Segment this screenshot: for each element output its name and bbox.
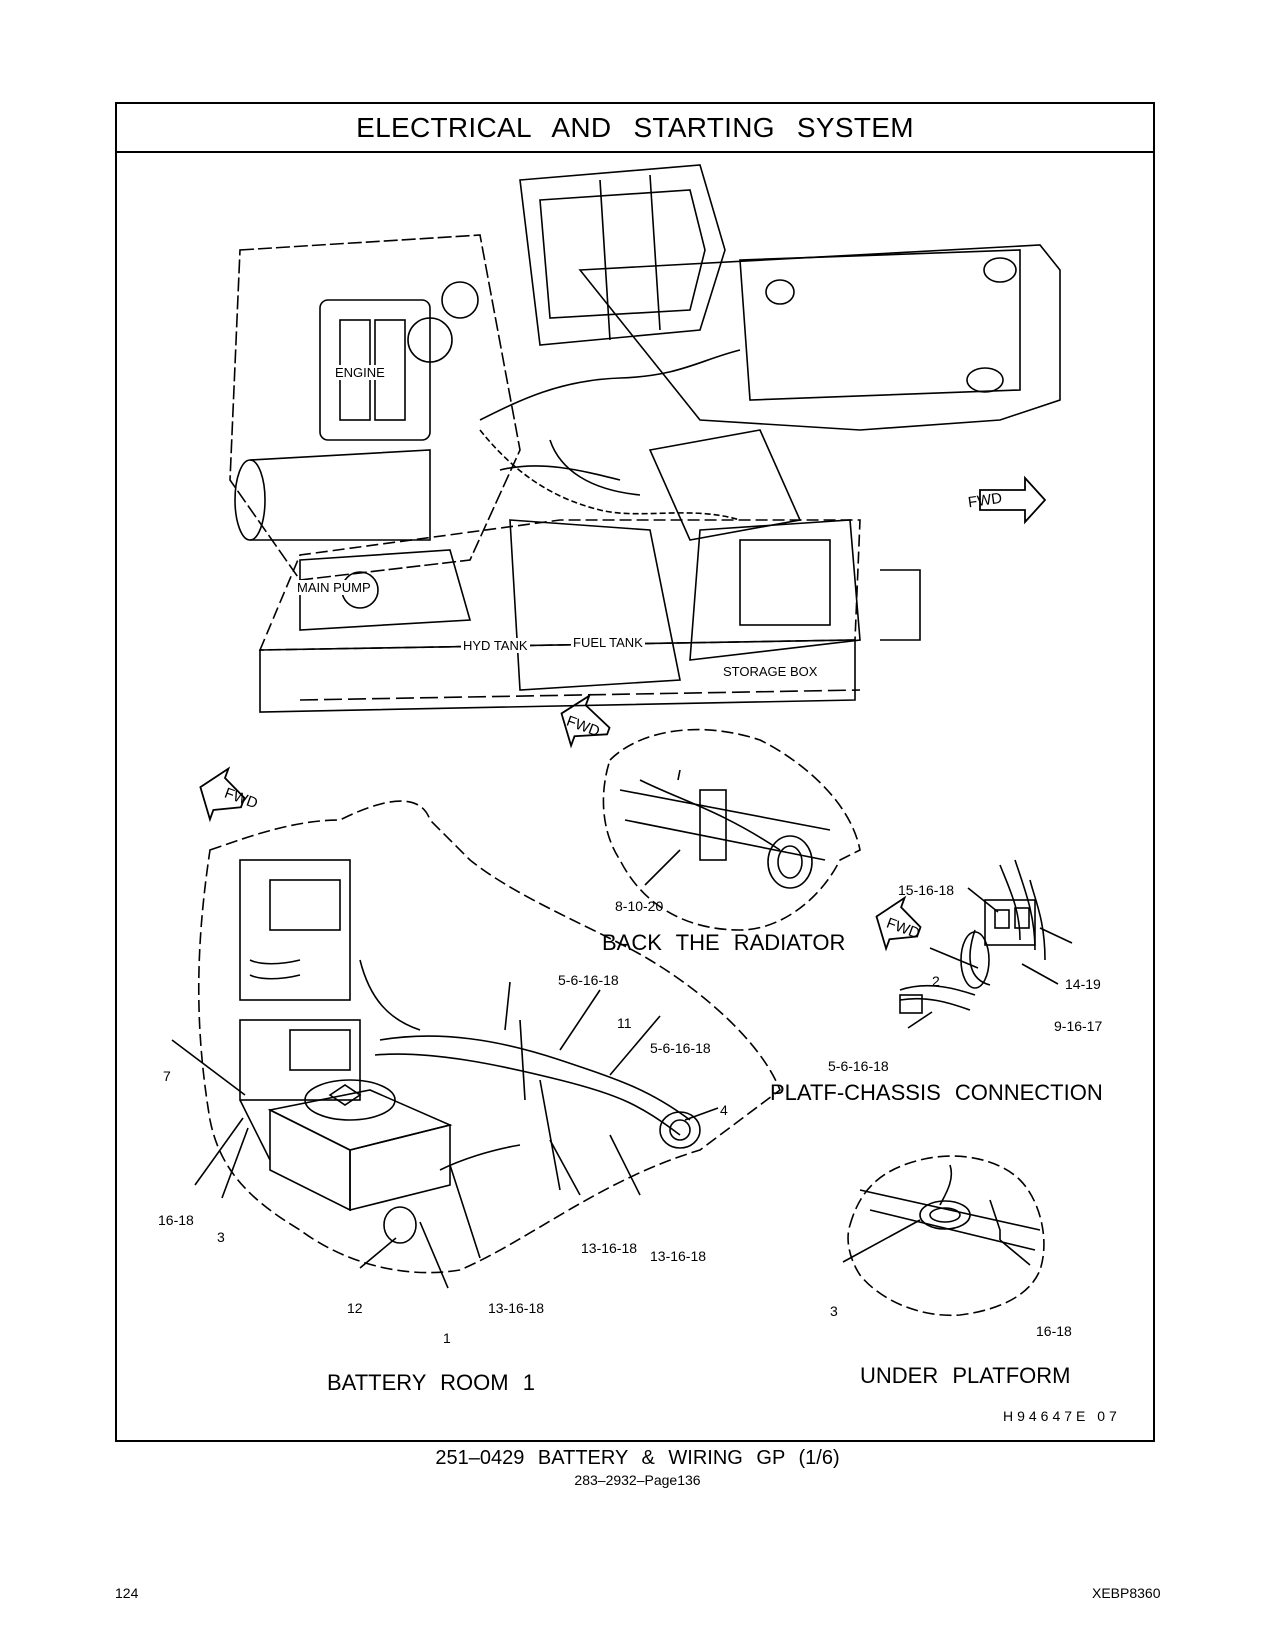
callout-7: 7 [163,1068,171,1084]
page-reference: 283–2932–Page136 [574,1472,701,1488]
under-platform-detail-drawing [842,1155,1045,1317]
storage-box-label: STORAGE BOX [721,664,820,679]
main-pump-label: MAIN PUMP [295,580,373,595]
callout-16-18-under: 16-18 [1036,1323,1072,1339]
callout-5-6-16-18-a: 5-6-16-18 [558,972,619,988]
radiator-caption: BACK THE RADIATOR [602,930,846,955]
callout-8-10-20: 8-10-20 [615,898,664,914]
callout-13-16-18-c: 13-16-18 [488,1300,545,1316]
fuel-tank-label: FUEL TANK [571,635,645,650]
platform-caption: PLATF-CHASSIS CONNECTION [770,1080,1103,1105]
callout-12: 12 [347,1300,363,1316]
battery-caption: BATTERY ROOM 1 [327,1370,535,1395]
illustration-code: H94647E 07 [1003,1408,1121,1424]
callout-15-16-18: 15-16-18 [898,882,955,898]
part-title: 251–0429 BATTERY & WIRING GP (1/6) [435,1447,840,1469]
under-caption: UNDER PLATFORM [860,1363,1071,1388]
battery-room-detail-drawing [171,766,781,1289]
callout-9-16-17: 9-16-17 [1054,1018,1103,1034]
callout-4: 4 [720,1102,728,1118]
page-number: 124 [115,1585,139,1601]
callout-13-16-18-b: 13-16-18 [650,1248,707,1264]
callout-5-6-16-18-platform: 5-6-16-18 [828,1058,889,1074]
main-machine-drawing [229,164,1061,713]
callout-14-19: 14-19 [1065,976,1101,992]
callout-11: 11 [617,1015,632,1031]
callout-1: 1 [443,1330,451,1346]
document-id: XEBP8360 [1092,1585,1161,1601]
callout-5-6-16-18-b: 5-6-16-18 [650,1040,711,1056]
callout-3-under: 3 [830,1303,838,1319]
callout-3-battery: 3 [217,1229,225,1245]
callout-13-16-18-a: 13-16-18 [581,1240,638,1256]
platform-chassis-detail-drawing [875,859,1073,1029]
radiator-detail-drawing [560,693,861,931]
callout-2: 2 [932,973,940,989]
engine-label: ENGINE [333,365,387,380]
hyd-tank-label: HYD TANK [461,638,530,653]
callout-16-18-battery: 16-18 [158,1212,194,1228]
diagram-frame: ELECTRICAL AND STARTING SYSTEM [115,102,1155,1442]
diagram-title: ELECTRICAL AND STARTING SYSTEM [117,104,1153,153]
